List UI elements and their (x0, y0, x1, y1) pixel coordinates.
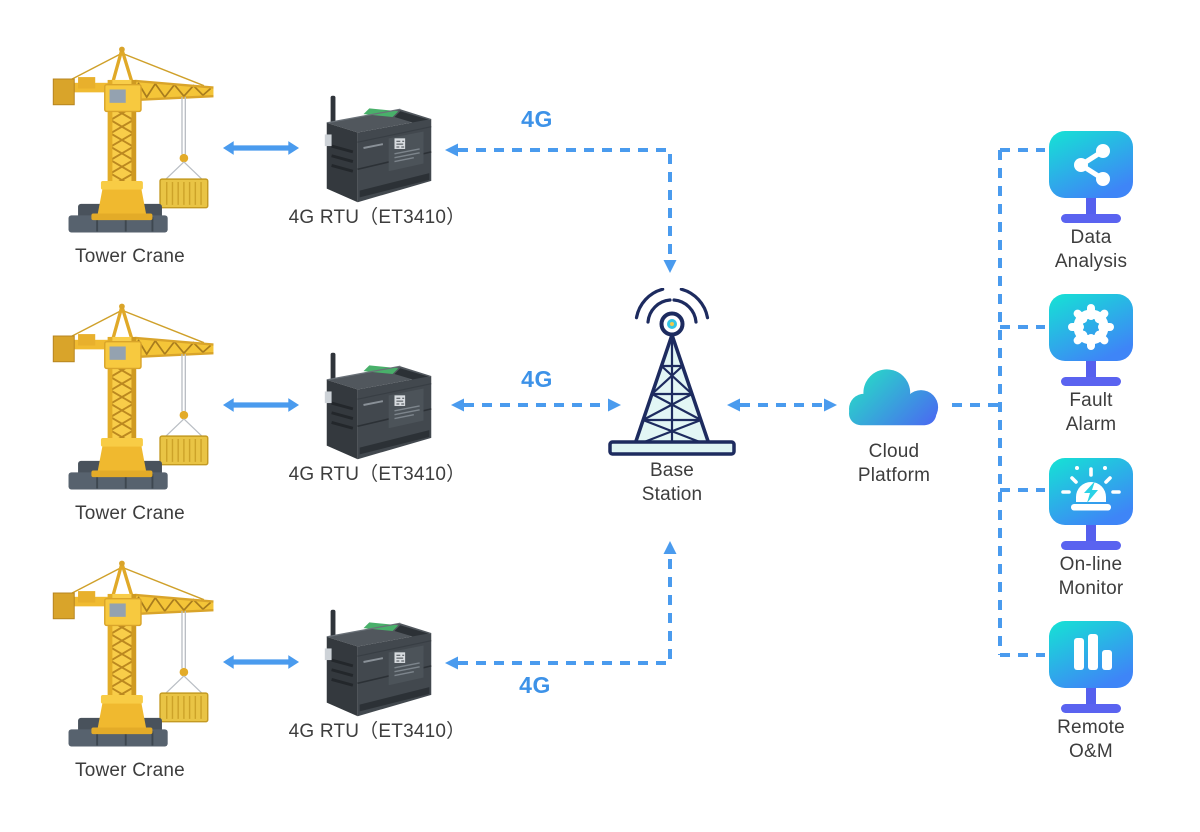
network-4g-label-2: 4G (521, 366, 553, 392)
link-rtu3-base-station (458, 554, 672, 665)
arrow-crane2-rtu2 (223, 398, 299, 412)
gear-icon (1048, 293, 1134, 389)
tower-crane-illustration-3 (38, 552, 223, 757)
rtu-label-1: 4G RTU（ET3410） (288, 207, 466, 228)
tower-crane-label-1: Tower Crane (75, 246, 185, 267)
base-station-label: Base Station (641, 460, 703, 505)
arrow-crane3-rtu3 (223, 655, 299, 669)
alarm-beacon-icon (1048, 457, 1134, 553)
fault-alarm-label: Fault Alarm (1065, 390, 1117, 435)
network-4g-label-3: 4G (519, 672, 551, 698)
tower-crane-label-3: Tower Crane (75, 760, 185, 781)
data-analysis-label: Data Analysis (1054, 227, 1128, 272)
rtu-label-3: 4G RTU（ET3410） (288, 721, 466, 742)
arrow-crane1-rtu1 (223, 141, 299, 155)
bar-chart-icon (1048, 620, 1134, 716)
remote-om-label: Remote O&M (1057, 717, 1125, 762)
rtu-device-1 (315, 88, 443, 208)
cloud-platform-label: Cloud Platform (857, 441, 931, 486)
tower-crane-illustration-1 (38, 38, 223, 243)
base-station-tower-icon (602, 288, 742, 468)
tower-crane-illustration-2 (38, 295, 223, 500)
share-icon (1048, 130, 1134, 226)
network-4g-label-1: 4G (521, 106, 553, 132)
rtu-label-2: 4G RTU（ET3410） (288, 464, 466, 485)
online-monitor-label: On-line Monitor (1058, 554, 1124, 599)
tower-crane-label-2: Tower Crane (75, 503, 185, 524)
rtu-device-2 (315, 345, 443, 465)
rtu-device-3 (315, 602, 443, 722)
arrowheads (445, 143, 837, 670)
cloud-icon (840, 364, 948, 436)
link-rtu1-base-station (458, 148, 672, 260)
